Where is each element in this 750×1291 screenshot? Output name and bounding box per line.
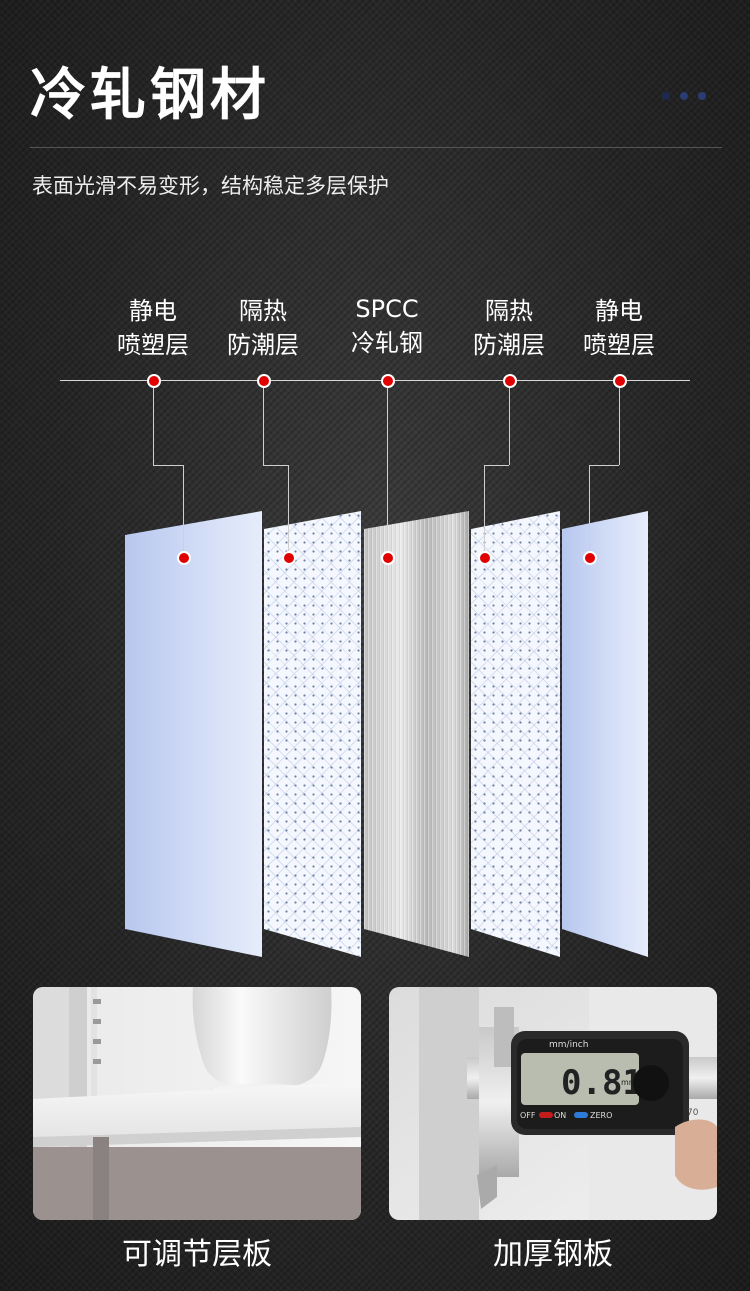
off-button-label: OFF [520, 1111, 536, 1120]
layer-label-line1: 隔热 [239, 297, 287, 325]
connector-line [153, 381, 154, 465]
decorative-dots [662, 92, 706, 100]
marker-dot [583, 551, 597, 565]
caliper-reading: 0.81 [561, 1063, 643, 1103]
connector-line [589, 465, 590, 557]
marker-dot [257, 374, 271, 388]
shelf-illustration [33, 987, 361, 1220]
panel-insulation-back [471, 511, 560, 957]
caption-adjustable-shelf: 可调节层板 [122, 1237, 272, 1272]
title-divider [30, 147, 722, 148]
connector-line [619, 381, 620, 465]
panel-powder-coat-back [562, 511, 648, 957]
layer-label-line2: 冷轧钢 [351, 329, 423, 357]
svg-text:70: 70 [687, 1108, 699, 1118]
connector-line [183, 465, 184, 557]
panel-powder-coat-front [125, 511, 262, 957]
connector-line [484, 465, 509, 466]
connector-line [263, 381, 264, 465]
caliper-unit-label: mm/inch [549, 1040, 588, 1050]
layer-label-line2: 喷塑层 [117, 331, 189, 359]
subtitle: 表面光滑不易变形，结构稳定多层保护 [32, 174, 389, 198]
layer-label-4: 隔热 防潮层 [454, 294, 564, 362]
panel-spcc-steel [364, 511, 469, 957]
layer-label-line1: 隔热 [485, 297, 533, 325]
marker-dot [503, 374, 517, 388]
marker-dot [478, 551, 492, 565]
panel-insulation-front [264, 511, 361, 957]
page-title: 冷轧钢材 [30, 63, 270, 128]
connector-line [153, 465, 183, 466]
marker-dot [282, 551, 296, 565]
adjustable-shelf-photo [33, 987, 361, 1220]
connector-line [484, 465, 485, 557]
caliper-display-unit: mm [621, 1078, 637, 1087]
on-button-label: ON [554, 1111, 566, 1120]
layer-label-3: SPCC 冷轧钢 [332, 292, 442, 360]
connector-line [509, 381, 510, 465]
layer-label-5: 静电 喷塑层 [564, 294, 674, 362]
marker-dot [177, 551, 191, 565]
layer-label-line1: 静电 [129, 297, 177, 325]
layer-label-line2: 防潮层 [473, 331, 545, 359]
marker-dot [613, 374, 627, 388]
label-axis-line [60, 380, 690, 381]
marker-dot [381, 374, 395, 388]
layer-label-line2: 防潮层 [227, 331, 299, 359]
layer-label-1: 静电 喷塑层 [98, 294, 208, 362]
marker-dot [381, 551, 395, 565]
layer-label-line2: 喷塑层 [583, 331, 655, 359]
connector-line [589, 465, 619, 466]
layer-label-line1: SPCC [355, 295, 419, 323]
caliper-illustration: mm/inch 0.81 mm OFF ON ZERO 70 [389, 987, 717, 1220]
caption-thick-steel: 加厚钢板 [493, 1237, 613, 1272]
connector-line [387, 381, 388, 557]
layer-label-line1: 静电 [595, 297, 643, 325]
connector-line [288, 465, 289, 557]
marker-dot [147, 374, 161, 388]
thick-steel-photo: mm/inch 0.81 mm OFF ON ZERO 70 [389, 987, 717, 1220]
connector-line [263, 465, 288, 466]
zero-button-label: ZERO [590, 1111, 612, 1120]
layer-label-2: 隔热 防潮层 [208, 294, 318, 362]
